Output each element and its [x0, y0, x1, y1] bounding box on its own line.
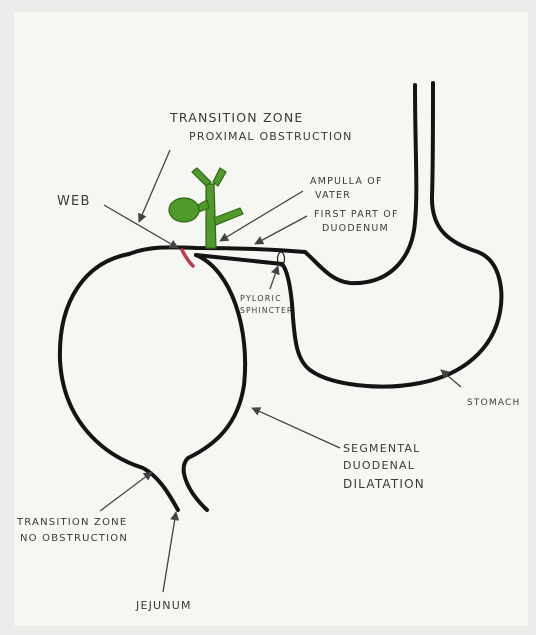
label-transition-proximal-line1: TRANSITION ZONE — [169, 110, 303, 125]
label-ampulla-line1: AMPULLA OF — [310, 176, 383, 187]
label-transition-no-line2: NO OBSTRUCTION — [20, 533, 128, 544]
label-segmental-line1: SEGMENTAL — [343, 442, 420, 455]
label-first-part-line1: FIRST PART OF — [314, 209, 399, 220]
label-jejunum: JEJUNUM — [135, 599, 192, 612]
label-transition-proximal-line2: PROXIMAL OBSTRUCTION — [189, 130, 353, 143]
label-pyloric-line2: SPHINCTER — [240, 306, 293, 315]
label-transition-no-line1: TRANSITION ZONE — [16, 517, 127, 528]
label-segmental-line3: DILATATION — [343, 477, 425, 491]
label-pyloric-line1: PYLORIC — [240, 294, 282, 303]
label-segmental-line2: DUODENAL — [343, 459, 415, 472]
common-bile-duct — [206, 184, 216, 248]
label-ampulla-line2: VATER — [315, 190, 351, 201]
label-stomach: STOMACH — [467, 398, 521, 408]
label-web: WEB — [57, 194, 91, 209]
gallbladder — [169, 198, 199, 222]
label-first-part-line2: DUODENUM — [322, 223, 389, 234]
